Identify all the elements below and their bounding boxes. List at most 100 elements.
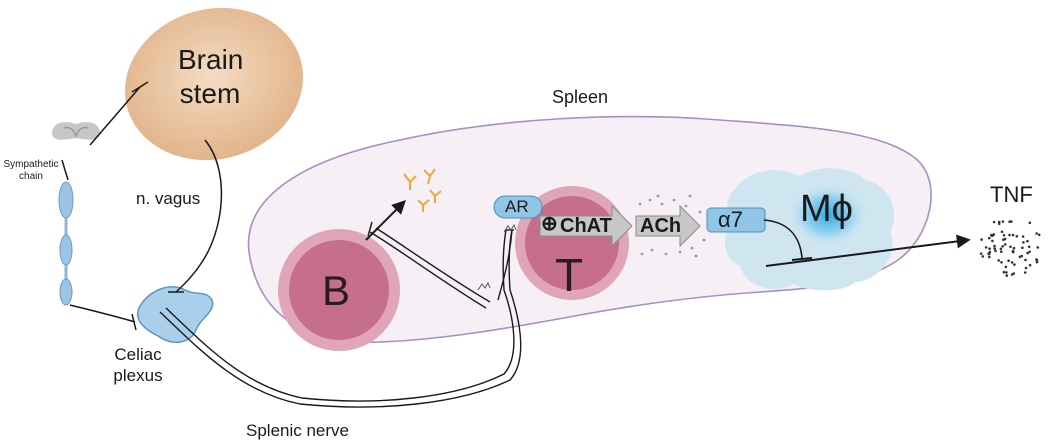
- ar-receptor: [493, 195, 543, 219]
- tnf-particle: [1011, 233, 1015, 237]
- tnf-particle: [1027, 245, 1031, 249]
- tnf-particle: [1012, 272, 1015, 275]
- tnf-particle: [997, 259, 1000, 262]
- chat-label: ChAT: [560, 215, 612, 237]
- chat-plus-label: ⊕: [541, 213, 558, 235]
- tnf-particle: [993, 244, 996, 248]
- tnf-particle: [992, 220, 996, 224]
- tnf-particle: [1022, 241, 1025, 244]
- ar-label: AR: [505, 197, 529, 216]
- tnf-particle: [1021, 235, 1025, 238]
- t-cell-label: T: [555, 249, 584, 301]
- spleen-label: Spleen: [552, 87, 609, 107]
- celiac-plexus-ganglion: [137, 286, 214, 343]
- tnf-particle: [1011, 249, 1015, 253]
- tnf-particle: [979, 252, 983, 255]
- macrophage-label: Mϕ: [800, 188, 853, 230]
- tnf-particle: [1005, 274, 1008, 277]
- tnf-particle: [1024, 266, 1028, 270]
- nerve-terminal-icon: [477, 223, 517, 291]
- brain-stem-label-line1: Brain: [178, 44, 244, 75]
- tnf-particle: [1001, 245, 1004, 248]
- celiac-plexus-label-line1: Celiac: [114, 345, 162, 364]
- tnf-particle: [1035, 258, 1039, 262]
- tnf-particle: [1002, 238, 1005, 241]
- brainstem-to-ganglion-nerve: [89, 86, 141, 146]
- tnf-particle: [1002, 234, 1006, 237]
- tnf-particle: [1028, 250, 1031, 254]
- tnf-particle: [990, 233, 993, 237]
- chain-to-celiac-nerve: [69, 304, 136, 323]
- tnf-particle: [1008, 233, 1011, 237]
- tnf-particle: [997, 222, 1001, 226]
- brain-stem-shape: [124, 7, 304, 161]
- tnf-particle: [1028, 221, 1032, 225]
- vagus-label: n. vagus: [136, 189, 201, 208]
- tnf-particle: [1024, 258, 1027, 262]
- tnf-particle: [1000, 261, 1003, 264]
- tnf-particle: [1004, 265, 1008, 269]
- tnf-particle: [988, 255, 991, 259]
- vagus-nerve: [175, 139, 223, 293]
- b-cell: [278, 229, 400, 351]
- tnf-particle: [1000, 230, 1004, 234]
- ach-particles: [638, 194, 706, 258]
- tnf-particle: [1018, 255, 1022, 259]
- tnf-particle: [1035, 232, 1038, 235]
- tnf-particle: [981, 255, 985, 258]
- tnf-particle: [1002, 270, 1006, 274]
- ach-label: ACh: [640, 215, 682, 237]
- sympathetic-chain: [58, 181, 74, 306]
- tnf-particle: [1008, 220, 1011, 223]
- tnf-particle: [980, 238, 983, 241]
- tnf-particle: [1026, 251, 1029, 255]
- tnf-particle: [1009, 245, 1012, 249]
- tnf-label: TNF: [990, 182, 1033, 207]
- tnf-particle: [1028, 263, 1032, 267]
- b-cell-label: B: [322, 267, 351, 314]
- tnf-output-arrow: [765, 234, 971, 267]
- tnf-particle: [988, 250, 992, 254]
- b-cell-to-antibody-arrow: [365, 200, 406, 241]
- ach-arrow: [635, 204, 701, 248]
- tnf-particle: [987, 252, 991, 256]
- tnf-particle: [1015, 235, 1019, 238]
- sympathetic-chain-label-line1: Sympathetic: [3, 159, 59, 170]
- tnf-particle: [1036, 246, 1040, 249]
- tnf-particle: [1007, 259, 1010, 263]
- brain-stem-label-line2: stem: [179, 78, 241, 109]
- tnf-particle: [1012, 246, 1016, 250]
- celiac-plexus-label: Celiac plexus: [100, 346, 176, 384]
- tnf-particle: [1035, 260, 1039, 264]
- tnf-particle: [993, 247, 996, 250]
- alpha7-label: α7: [718, 207, 743, 232]
- macrophage-nucleus: [788, 183, 868, 247]
- tnf-particle: [1001, 220, 1005, 223]
- alpha7-inhibition: [763, 219, 803, 259]
- tnf-particle: [988, 236, 991, 240]
- tnf-particle: [1005, 271, 1008, 274]
- sympathetic-chain-label: Sympathetic chain: [0, 160, 62, 182]
- brain-stem-label: Brain stem: [178, 44, 244, 109]
- tnf-particle: [997, 220, 1001, 224]
- tnf-particle: [988, 247, 991, 250]
- tnf-particle: [991, 239, 994, 243]
- tnf-particle: [1013, 263, 1016, 266]
- tnf-particle: [994, 249, 997, 253]
- antibody-icon: [403, 168, 442, 212]
- tnf-particle: [1021, 246, 1024, 250]
- tnf-particle: [1004, 243, 1007, 246]
- sympathetic-ganglion-icon: [52, 122, 100, 140]
- tnf-particle: [1010, 261, 1014, 264]
- chat-arrow: [539, 204, 633, 248]
- tnf-particle: [1000, 250, 1003, 253]
- tnf-particle: [992, 233, 996, 236]
- celiac-plexus-label-line2: plexus: [113, 366, 163, 385]
- splenic-nerve-label: Splenic nerve: [246, 421, 350, 440]
- splenic-nerve: [159, 221, 522, 408]
- tnf-particle: [984, 246, 988, 249]
- sympathetic-chain-label-line2: chain: [19, 171, 43, 182]
- tnf-particles-icon: [979, 220, 1041, 277]
